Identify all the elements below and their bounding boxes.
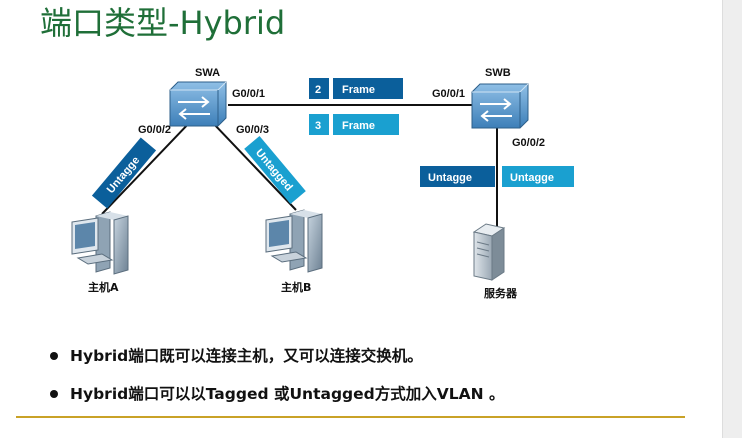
tag-host-b: Untagged (244, 135, 306, 205)
tag-host-a: Untagge (91, 137, 157, 209)
host-b-label: 主机B (281, 280, 311, 294)
tag-server-right: Untagge (502, 166, 574, 187)
tag-server-left-text: Untagge (428, 172, 472, 184)
switch-swa-icon (169, 81, 227, 127)
port-swb-g001: G0/0/1 (432, 88, 465, 100)
page-title: 端口类型-Hybrid (40, 4, 286, 42)
bullet-text: Hybrid端口既可以连接主机，又可以连接交换机。 (70, 347, 423, 365)
frame-vlan3-label: Frame (342, 120, 375, 132)
bullet-list: Hybrid端口既可以连接主机，又可以连接交换机。 Hybrid端口可以以Tag… (48, 346, 504, 422)
bullet-text: Hybrid端口可以以Tagged 或Untagged方式加入VLAN 。 (70, 385, 505, 403)
pc-host-b-icon (265, 209, 323, 273)
pc-host-a-icon (71, 211, 129, 275)
link-swa-host-a (101, 119, 193, 215)
footer-rule (16, 416, 685, 418)
server-icon (472, 223, 506, 281)
tag-server-right-text: Untagge (510, 172, 554, 184)
server-label: 服务器 (484, 286, 518, 300)
link-swa-host-b (211, 121, 297, 211)
frame-vlan3: 3 Frame (309, 114, 399, 135)
port-swb-g002: G0/0/2 (512, 137, 545, 149)
frame-vlan3-id: 3 (315, 120, 321, 132)
slide: 端口类型-Hybrid (16, 4, 685, 422)
network-diagram: SWA SWB G0/0/1 G0/0/2 G0/0/3 G0/0/1 G0/0… (71, 67, 574, 300)
bullet-item: Hybrid端口既可以连接主机，又可以连接交换机。 (48, 346, 504, 366)
swa-label: SWA (195, 67, 220, 79)
port-swa-g003: G0/0/3 (236, 124, 269, 136)
frame-vlan2-id: 2 (315, 84, 321, 96)
port-swa-g001: G0/0/1 (232, 88, 265, 100)
bullet-item: Hybrid端口可以以Tagged 或Untagged方式加入VLAN 。 (48, 384, 504, 404)
frame-vlan2-label: Frame (342, 84, 375, 96)
bullet-dot (50, 352, 58, 360)
window-edge (722, 0, 742, 438)
swb-label: SWB (485, 67, 511, 79)
bullet-dot (50, 390, 58, 398)
switch-swb-icon (471, 83, 529, 129)
port-swa-g002: G0/0/2 (138, 124, 171, 136)
host-a-label: 主机A (88, 280, 119, 294)
frame-vlan2: 2 Frame (309, 78, 403, 99)
tag-server-left: Untagge (420, 166, 495, 187)
